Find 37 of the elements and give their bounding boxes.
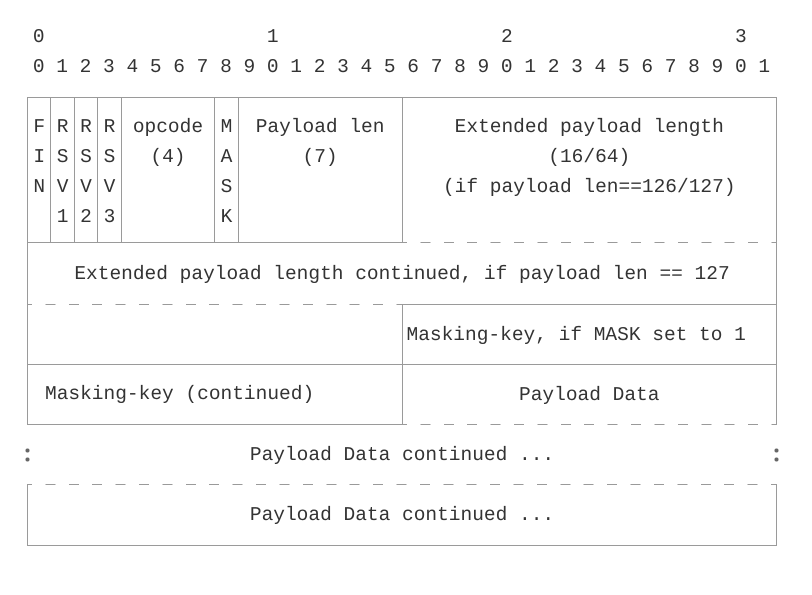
field-name-label: Masking-key, if MASK set to 1: [406, 322, 746, 346]
flag-bit-field: [214, 97, 239, 243]
empty-field: [27, 304, 402, 365]
bit-tens-label: 0: [32, 25, 45, 49]
vertical-field-name: RSV3: [104, 115, 116, 230]
flag-bit-field: [97, 97, 122, 243]
vertical-field-name: RSV1: [56, 115, 68, 230]
extended-length-field: [27, 242, 777, 305]
field-name-label: Payload Data continued ...: [250, 442, 554, 466]
payload-data-field: [27, 484, 777, 546]
field-name-label: Payload len: [256, 115, 384, 140]
opcode-field: [120, 97, 216, 243]
flag-bit-field: [74, 97, 98, 243]
masking-key-field: [27, 364, 402, 425]
payload-data-field: [402, 364, 777, 425]
masking-key-field: [402, 304, 777, 365]
condition-note: (if payload len==126/127): [442, 175, 736, 200]
field-name-label: Masking-key (continued): [45, 382, 314, 406]
bit-tens-label: 2: [500, 25, 513, 49]
bit-numbers-label: 0 1 2 3 4 5 6 7 8 9 0 1 2 3 4 5 6 7 8 9 0 1 2 3 4 5 6 7 8 9 0 1: [32, 55, 770, 79]
field-name-label: Extended payload length continued, if payload len == 127: [74, 262, 730, 286]
bit-width-label: (7): [302, 145, 338, 170]
field-name-label: Payload Data: [519, 382, 660, 406]
field-name-label: opcode: [132, 115, 204, 140]
bit-tens-label: 1: [266, 25, 279, 49]
bit-width-label: (16/64): [548, 145, 630, 170]
payload-length-field: [238, 97, 402, 243]
bit-tens-label: 3: [735, 25, 747, 49]
extended-length-field: [402, 97, 777, 243]
flag-bit-field: [27, 97, 52, 243]
field-name-label: Extended payload length: [454, 115, 724, 140]
field-name-label: Payload Data continued ...: [250, 502, 554, 526]
flag-bit-field: [50, 97, 75, 243]
bit-width-label: (4): [150, 145, 186, 170]
vertical-field-name: MASK: [220, 115, 232, 230]
vertical-field-name: RSV2: [80, 115, 92, 230]
vertical-field-name: FIN: [33, 115, 46, 200]
